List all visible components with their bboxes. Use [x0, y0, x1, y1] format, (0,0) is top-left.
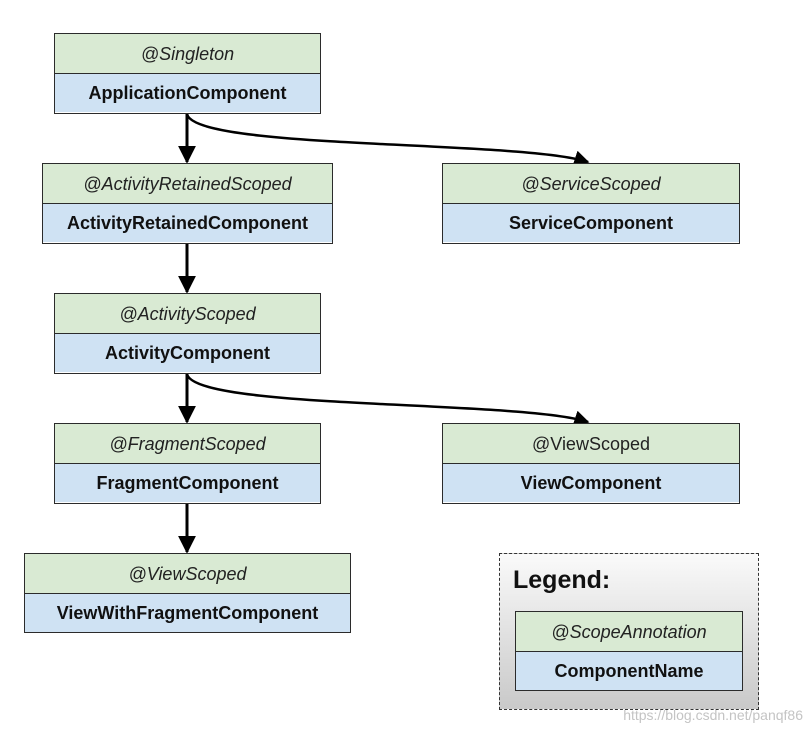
node-activity-retained-component: @ActivityRetainedScoped ActivityRetained… [42, 163, 333, 244]
component-name-label: ViewWithFragmentComponent [25, 594, 350, 632]
scope-annotation-label: @FragmentScoped [55, 424, 320, 464]
scope-annotation-label: @ActivityRetainedScoped [43, 164, 332, 204]
node-view-component: @ViewScoped ViewComponent [442, 423, 740, 504]
node-activity-component: @ActivityScoped ActivityComponent [54, 293, 321, 374]
node-application-component: @Singleton ApplicationComponent [54, 33, 321, 114]
edge-activity-to-view [185, 373, 590, 426]
scope-annotation-label: @ServiceScoped [443, 164, 739, 204]
watermark-text: https://blog.csdn.net/panqf86 [623, 707, 803, 723]
component-name-label: ActivityRetainedComponent [43, 204, 332, 242]
legend-component-label: ComponentName [516, 652, 742, 690]
legend-title: Legend: [513, 566, 611, 594]
scope-annotation-label: @Singleton [55, 34, 320, 74]
node-fragment-component: @FragmentScoped FragmentComponent [54, 423, 321, 504]
legend-scope-label: @ScopeAnnotation [516, 612, 742, 652]
scope-annotation-label: @ViewScoped [25, 554, 350, 594]
component-name-label: ServiceComponent [443, 204, 739, 242]
legend-box: Legend: @ScopeAnnotation ComponentName [499, 553, 759, 710]
component-name-label: ViewComponent [443, 464, 739, 502]
component-name-label: FragmentComponent [55, 464, 320, 502]
legend-sample-node: @ScopeAnnotation ComponentName [515, 611, 743, 691]
node-view-with-fragment-component: @ViewScoped ViewWithFragmentComponent [24, 553, 351, 633]
scope-annotation-label: @ViewScoped [443, 424, 739, 464]
component-name-label: ActivityComponent [55, 334, 320, 372]
edge-application-to-service [185, 113, 590, 166]
node-service-component: @ServiceScoped ServiceComponent [442, 163, 740, 244]
component-name-label: ApplicationComponent [55, 74, 320, 112]
scope-annotation-label: @ActivityScoped [55, 294, 320, 334]
